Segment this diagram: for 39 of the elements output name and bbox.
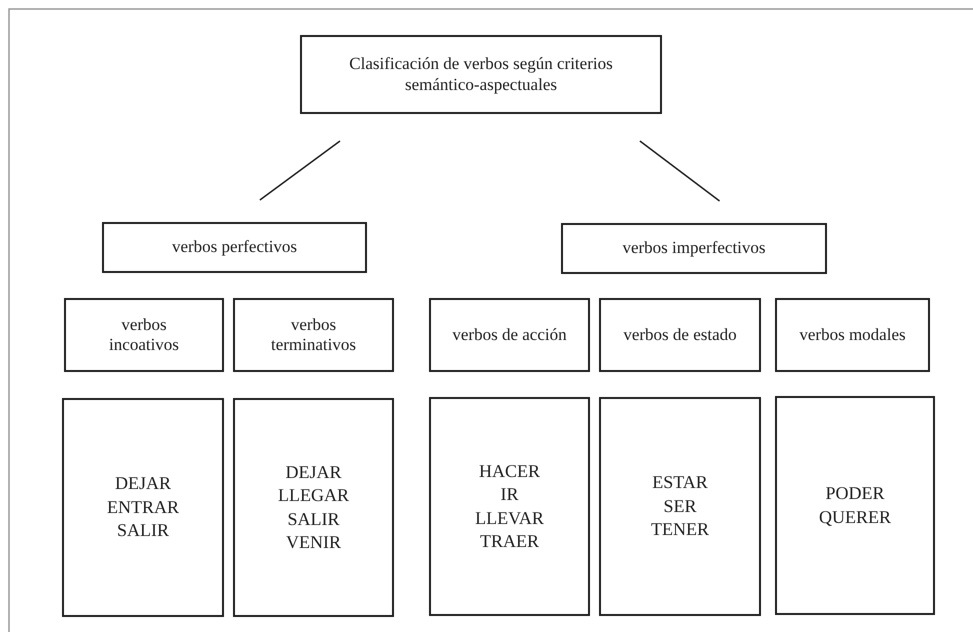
verb-text: TENER	[651, 518, 709, 542]
category-label: verbos perfectivos	[170, 237, 298, 258]
connector-line	[259, 140, 340, 201]
verb-text: ESTAR	[652, 471, 708, 494]
verb-text: PODER	[825, 482, 884, 506]
verb-list-box	[233, 398, 394, 617]
verb-list-box	[62, 398, 224, 617]
category-label: Clasificación de verbos según criterios semántico-aspectuales	[348, 54, 614, 95]
category-box	[775, 298, 930, 372]
category-label: verbos modales	[798, 324, 907, 346]
verb-text: SALIR	[287, 508, 340, 530]
category-label: verbos incoativos	[108, 314, 180, 356]
verb-text: DEJAR	[285, 460, 342, 484]
category-label: verbos imperfectivos	[621, 238, 767, 259]
verb-text: IR	[500, 483, 518, 506]
category-box	[64, 298, 224, 372]
category-box	[429, 298, 590, 372]
verb-text: QUERER	[819, 506, 891, 528]
title-box	[300, 35, 662, 114]
category-label: verbos de estado	[622, 324, 738, 346]
category-box	[561, 223, 827, 274]
verb-text: DEJAR	[114, 472, 171, 496]
verb-text: ENTRAR	[107, 496, 179, 519]
category-box	[102, 222, 367, 273]
category-box	[233, 298, 394, 372]
verb-text: TRAER	[480, 530, 539, 553]
connector-line	[639, 140, 720, 202]
verb-text: LLEVAR	[475, 506, 544, 530]
category-label: verbos terminativos	[270, 314, 357, 356]
category-box	[599, 298, 761, 372]
verb-list-box	[429, 397, 590, 616]
verb-list-box	[775, 396, 935, 615]
verb-text: SALIR	[116, 519, 169, 542]
verb-text: SER	[663, 494, 696, 518]
verb-text: HACER	[478, 460, 540, 483]
verb-list-box	[599, 397, 761, 616]
verb-text: LLEGAR	[278, 484, 349, 508]
verb-text: VENIR	[286, 530, 341, 554]
category-label: verbos de acción	[451, 324, 568, 346]
